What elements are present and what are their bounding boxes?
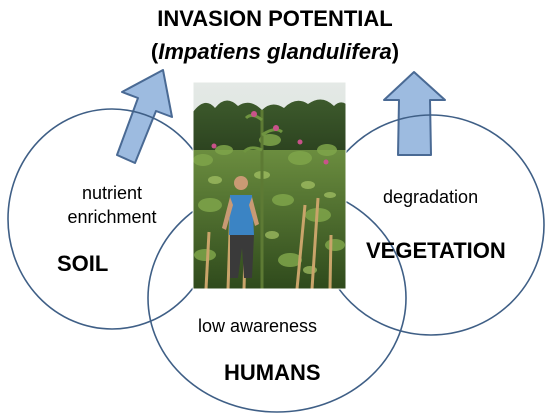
species-name: Impatiens glandulifera xyxy=(158,39,392,64)
soil-descriptor-line2: enrichment xyxy=(67,207,157,227)
right-up-arrow xyxy=(383,71,446,156)
vegetation-label: VEGETATION xyxy=(366,238,506,263)
humans-descriptor: low awareness xyxy=(198,316,318,336)
diagram-title-line1: INVASION POTENTIAL xyxy=(157,6,393,31)
humans-label: HUMANS xyxy=(224,360,321,385)
soil-descriptor-line1: nutrient xyxy=(81,183,143,203)
title-paren-close: ) xyxy=(391,39,400,64)
soil-label: SOIL xyxy=(57,251,109,276)
vegetation-descriptor: degradation xyxy=(383,187,479,207)
field-photo xyxy=(192,81,347,290)
diagram-title-line2: (Impatiens glandulifera) xyxy=(0,39,550,65)
left-up-arrow xyxy=(116,69,173,164)
title-paren-open: ( xyxy=(150,39,159,64)
